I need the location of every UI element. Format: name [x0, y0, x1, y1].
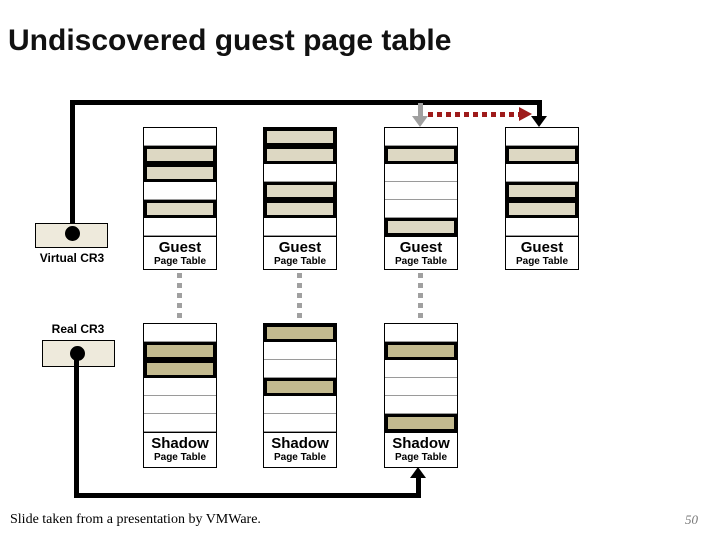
real-cr3-connector-horizontal — [74, 493, 421, 498]
guest-table-2-mapped-entry — [264, 200, 336, 218]
virtual-cr3-anchor-dot — [65, 226, 80, 241]
page-title: Undiscovered guest page table — [8, 24, 452, 57]
red-dotted-line — [428, 112, 520, 117]
guest-table-title: Guest — [278, 239, 322, 256]
shadow-table-3-entry — [385, 378, 457, 396]
shadow-table-1-mapped-entry — [144, 342, 216, 360]
guest-table-title: Guest — [520, 239, 564, 256]
gray-arrow-down-icon — [412, 116, 428, 127]
guest-table-4-entry — [506, 218, 578, 236]
guest-table-3-entry — [385, 200, 457, 218]
shadow-table-2-entry — [264, 414, 336, 432]
guest-table-subtitle: Page Table — [515, 256, 569, 267]
guest-table-4-entry — [506, 128, 578, 146]
slide-number: 50 — [685, 512, 698, 527]
shadow-table-2-mapped-entry — [264, 378, 336, 396]
real-cr3-anchor-dot — [70, 346, 85, 361]
shadow-table-title: Shadow — [392, 435, 450, 452]
credit-text: Slide taken from a presentation by VMWar… — [10, 512, 261, 527]
shadow-table-2-entry — [264, 360, 336, 378]
guest-table-1-entry — [144, 128, 216, 146]
shadow-table-1-mapped-entry — [144, 360, 216, 378]
guest-table-2-mapped-entry — [264, 182, 336, 200]
dashed-link-3 — [418, 273, 423, 321]
guest-table-3-mapped-entry — [385, 218, 457, 236]
shadow-table-title: Shadow — [151, 435, 209, 452]
gray-pointer-line — [418, 103, 423, 117]
shadow-table-1-entry — [144, 414, 216, 432]
guest-table-4-mapped-entry — [506, 200, 578, 218]
arrow-down-into-guest4-icon — [531, 116, 547, 127]
guest-table-subtitle: Page Table — [394, 256, 448, 267]
guest-table-4-entry — [506, 164, 578, 182]
shadow-table-subtitle: Page Table — [273, 452, 327, 463]
guest-table-4-mapped-entry — [506, 182, 578, 200]
guest-table-3-mapped-entry — [385, 146, 457, 164]
guest-table-subtitle: Page Table — [153, 256, 207, 267]
shadow-table-2-entry — [264, 396, 336, 414]
guest-table-2-entry — [264, 164, 336, 182]
dashed-link-2 — [297, 273, 302, 321]
guest-table-1-mapped-entry — [144, 146, 216, 164]
shadow-table-3-entry — [385, 324, 457, 342]
real-cr3-label: Real CR3 — [51, 322, 105, 336]
shadow-table-subtitle: Page Table — [394, 452, 448, 463]
shadow-table-3-mapped-entry — [385, 414, 457, 432]
shadow-table-3-entry — [385, 396, 457, 414]
guest-table-title: Guest — [399, 239, 443, 256]
shadow-table-1-entry — [144, 396, 216, 414]
shadow-table-1-entry — [144, 378, 216, 396]
virtual-cr3-label: Virtual CR3 — [39, 251, 105, 265]
red-arrow-right-icon — [519, 107, 532, 121]
shadow-table-2-entry — [264, 342, 336, 360]
shadow-table-1-entry — [144, 324, 216, 342]
virtual-cr3-connector-vertical — [70, 100, 75, 231]
guest-table-2-entry — [264, 218, 336, 236]
shadow-table-3-entry — [385, 360, 457, 378]
guest-table-2-mapped-entry — [264, 128, 336, 146]
guest-table-3-entry — [385, 182, 457, 200]
guest-table-1-entry — [144, 182, 216, 200]
shadow-table-title: Shadow — [271, 435, 329, 452]
guest-table-1-entry — [144, 218, 216, 236]
shadow-table-3-mapped-entry — [385, 342, 457, 360]
guest-table-3-entry — [385, 164, 457, 182]
virtual-cr3-connector-drop — [537, 100, 542, 117]
guest-table-4-mapped-entry — [506, 146, 578, 164]
virtual-cr3-connector-horizontal — [70, 100, 542, 105]
guest-table-1-mapped-entry — [144, 164, 216, 182]
guest-table-title: Guest — [158, 239, 202, 256]
real-cr3-connector-vertical — [74, 354, 79, 498]
shadow-table-subtitle: Page Table — [153, 452, 207, 463]
real-cr3-connector-rise — [416, 477, 421, 498]
guest-table-3-entry — [385, 128, 457, 146]
guest-table-1-mapped-entry — [144, 200, 216, 218]
guest-table-2-mapped-entry — [264, 146, 336, 164]
guest-table-subtitle: Page Table — [273, 256, 327, 267]
shadow-table-2-mapped-entry — [264, 324, 336, 342]
dashed-link-1 — [177, 273, 182, 321]
arrow-up-into-shadow3-icon — [410, 467, 426, 478]
